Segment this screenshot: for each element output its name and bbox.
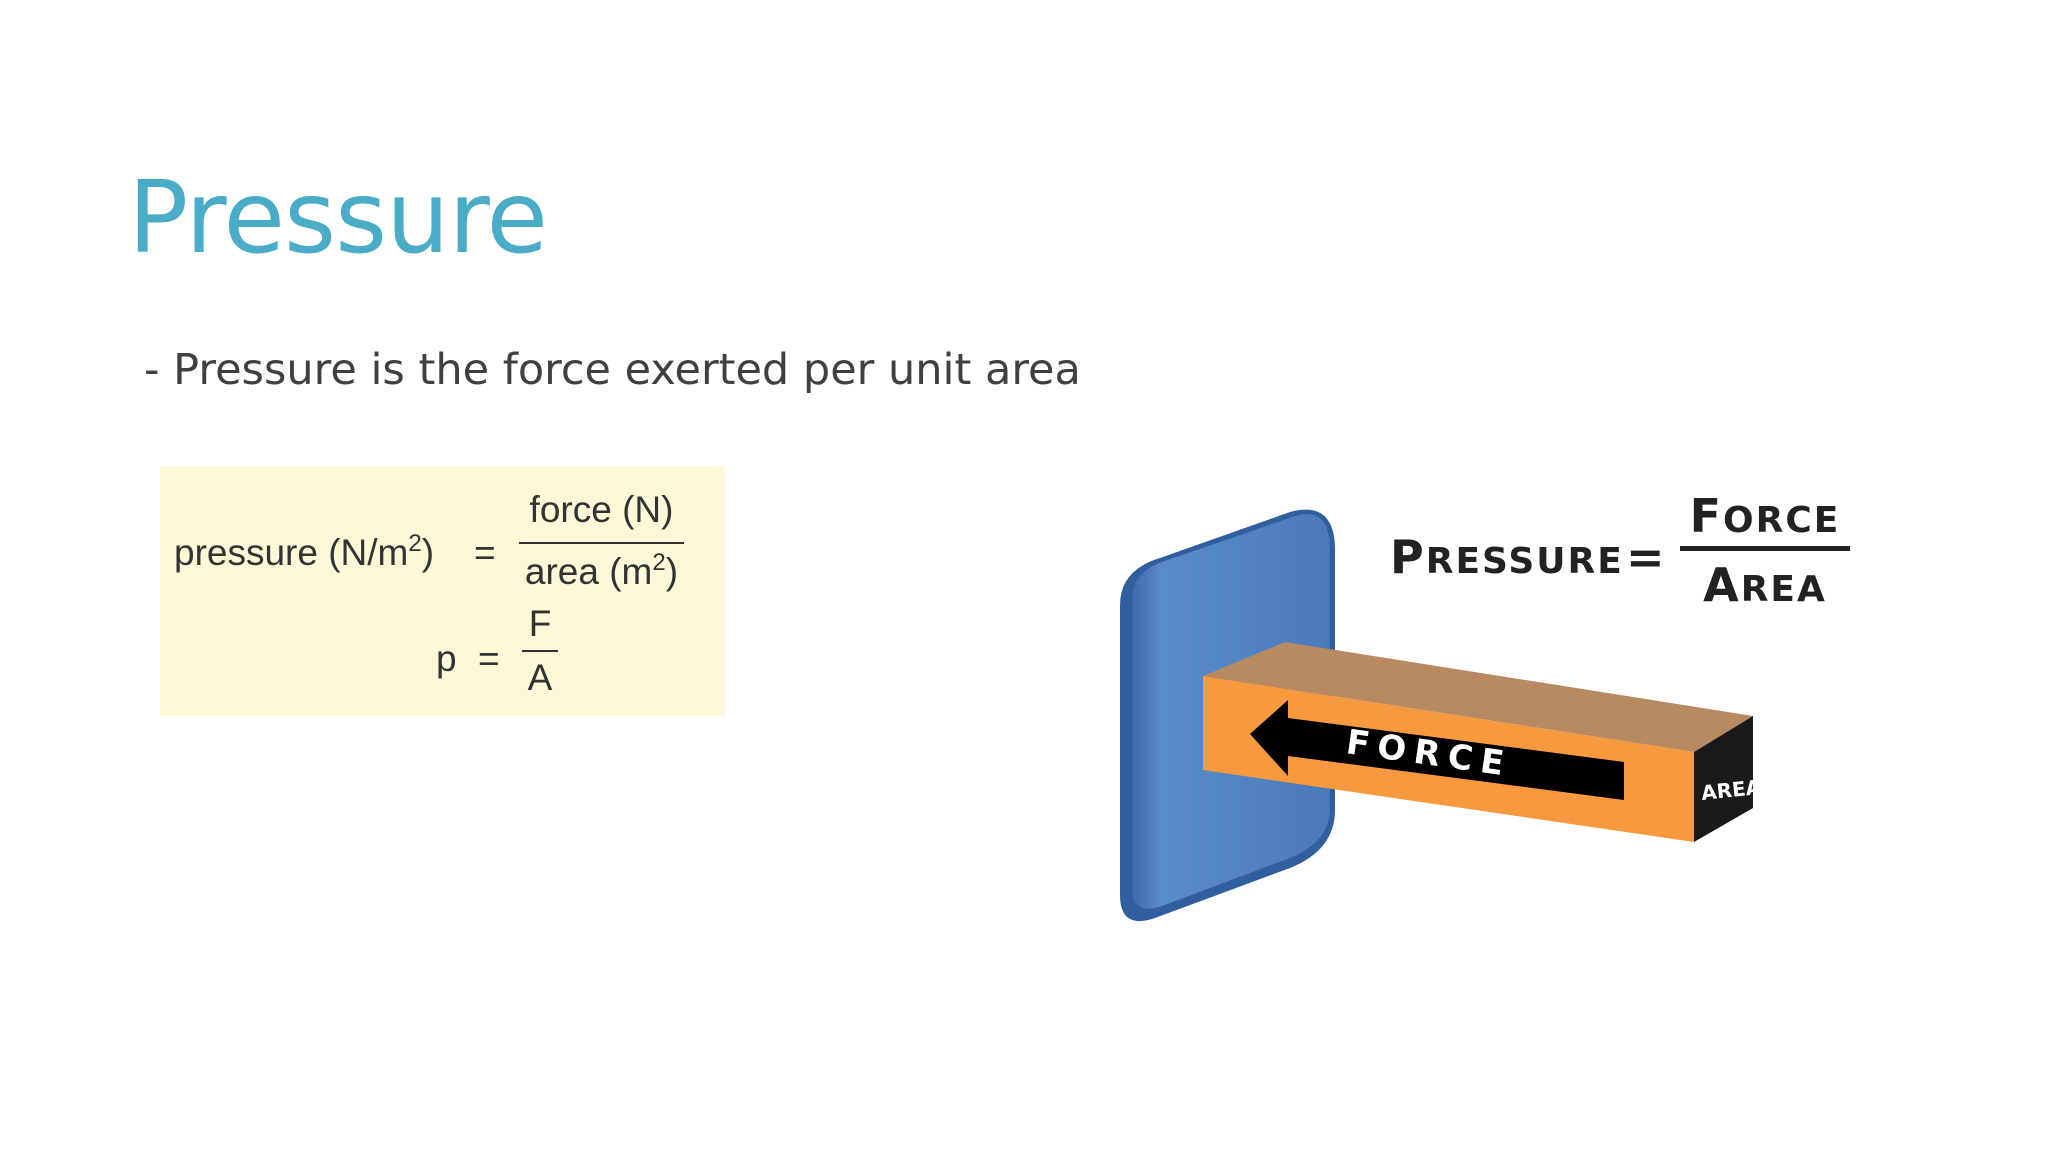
short-lhs: p bbox=[436, 638, 457, 679]
denominator: area (m2) bbox=[524, 549, 679, 593]
eq-force-word: FORCE bbox=[1689, 489, 1841, 543]
bullet-text: - Pressure is the force exerted per unit… bbox=[144, 345, 1081, 395]
fraction-bar bbox=[522, 650, 558, 652]
short-numerator: F bbox=[528, 603, 552, 644]
fraction-force-over-area: force (N) area (m2) bbox=[519, 486, 684, 596]
eq-fraction-bar bbox=[1680, 546, 1850, 551]
eq-fraction: FORCE AREA bbox=[1680, 488, 1850, 613]
eq-equals: = bbox=[1626, 530, 1665, 584]
equals-sign: = bbox=[478, 638, 500, 679]
formula-lhs: pressure (N/m2) bbox=[174, 530, 435, 574]
area-end-label: AREA bbox=[1700, 775, 1763, 805]
short-denominator: A bbox=[527, 657, 553, 698]
slide-title: Pressure bbox=[128, 159, 548, 276]
eq-area-word: AREA bbox=[1703, 558, 1827, 612]
numerator: force (N) bbox=[529, 489, 674, 530]
force-area-diagram: FORCE AREA bbox=[1120, 509, 1763, 922]
fraction-f-over-a: F A bbox=[522, 602, 558, 700]
force-arrow bbox=[1250, 700, 1624, 800]
equals-sign: = bbox=[474, 532, 496, 573]
eq-pressure-word: PRESSURE bbox=[1390, 530, 1624, 584]
fraction-bar bbox=[519, 542, 684, 544]
formula-box: pressure (N/m2) = force (N) area (m2) p … bbox=[160, 466, 725, 716]
